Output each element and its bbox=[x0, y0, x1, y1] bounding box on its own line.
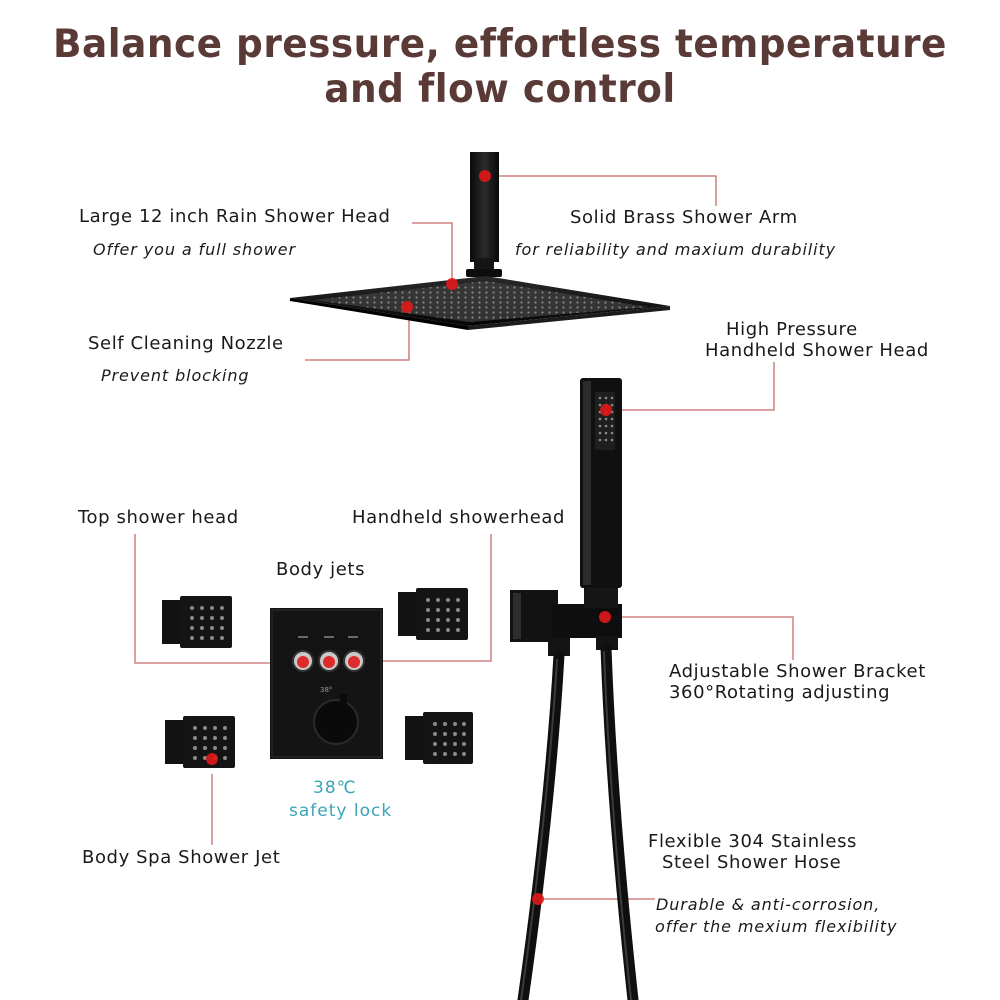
headline: Balance pressure, effortless temperature… bbox=[53, 22, 947, 112]
hose-title-line1: Flexible 304 Stainless bbox=[648, 831, 858, 852]
rain-head-title: Large 12 inch Rain Shower Head bbox=[79, 206, 391, 227]
handheld-title-line1: High Pressure bbox=[726, 319, 858, 340]
handheld-title-line2: Handheld Shower Head bbox=[705, 340, 929, 361]
bracket-title-line1: Adjustable Shower Bracket bbox=[669, 661, 926, 682]
hose-title-line2: Steel Shower Hose bbox=[662, 852, 842, 873]
handheld-showerhead-label: Handheld showerhead bbox=[352, 507, 566, 528]
body-jet-icon bbox=[165, 716, 235, 768]
top-shower-head-label: Top shower head bbox=[78, 507, 239, 528]
body-jet-icon bbox=[405, 712, 473, 764]
temperature-label: 38℃ bbox=[313, 778, 357, 798]
marker-dots bbox=[206, 170, 612, 905]
nozzle-title: Self Cleaning Nozzle bbox=[88, 333, 284, 354]
rain-shower-head-icon bbox=[290, 276, 670, 330]
rain-head-subtitle: Offer you a full shower bbox=[93, 240, 296, 259]
thermostatic-valve-icon bbox=[270, 608, 383, 759]
safety-lock-label: safety lock bbox=[289, 801, 393, 821]
hose-subtitle-line1: Durable & anti-corrosion, bbox=[656, 895, 881, 914]
body-jets-label: Body jets bbox=[276, 559, 366, 580]
body-spa-jet-label: Body Spa Shower Jet bbox=[82, 847, 281, 868]
nozzle-subtitle: Prevent blocking bbox=[101, 366, 250, 385]
body-jet-icon bbox=[398, 588, 468, 640]
hose-subtitle-line2: offer the mexium flexibility bbox=[655, 917, 898, 936]
body-jet-icon bbox=[162, 596, 232, 648]
leader-lines bbox=[134, 175, 794, 900]
bracket-title-line2: 360°Rotating adjusting bbox=[669, 682, 891, 703]
valve-temp-mark: 38° bbox=[320, 686, 332, 694]
arm-title: Solid Brass Shower Arm bbox=[570, 207, 798, 228]
arm-subtitle: for reliability and maxium durability bbox=[515, 240, 837, 259]
shower-hose-icon bbox=[517, 642, 639, 1000]
wall-bracket-icon bbox=[510, 588, 622, 656]
